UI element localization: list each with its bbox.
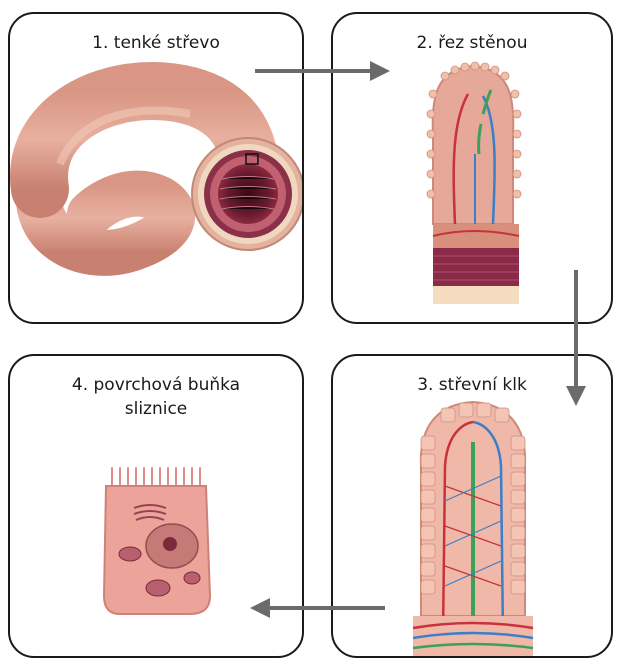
panel-small-intestine: 1. tenké střevo: [8, 12, 304, 324]
panel-wall-section: 2. řez stěnou: [331, 12, 613, 324]
wall-section-illustration: [333, 14, 613, 324]
cell-illustration: [10, 356, 304, 658]
panel-intestinal-villus: 3. střevní klk: [331, 354, 613, 658]
panel-surface-cell: 4. povrchová buňka sliznice: [8, 354, 304, 658]
small-intestine-illustration: [10, 14, 304, 324]
villus-illustration: [333, 356, 613, 658]
